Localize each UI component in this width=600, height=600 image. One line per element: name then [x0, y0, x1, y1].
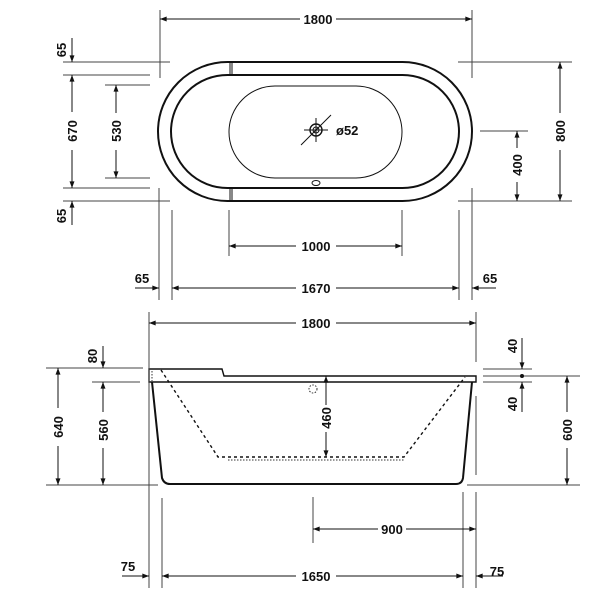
- dim-rim-thickness-top: 40: [505, 339, 520, 353]
- dim-overall-length-top: 1800: [304, 12, 333, 27]
- dim-inner-length: 1670: [302, 281, 331, 296]
- top-view: ø52 1800 65 670 530 65: [54, 10, 572, 300]
- dim-rim-right: 65: [483, 271, 497, 286]
- dim-base-inset-left: 75: [121, 559, 135, 574]
- dim-water-depth: 460: [319, 407, 334, 429]
- drain-diameter-label: ø52: [336, 123, 358, 138]
- dim-body-height: 560: [96, 419, 111, 441]
- overflow-icon: [311, 180, 321, 186]
- inner-basin-dashed: [160, 369, 466, 458]
- side-view: 1800 80 640 560 460 40 40 600: [46, 312, 580, 588]
- inner-rim-outline: [170, 74, 460, 189]
- dim-drain-offset-length: 1000: [302, 239, 331, 254]
- outer-rim-outline: [157, 61, 473, 202]
- dim-basin-width: 530: [109, 120, 124, 142]
- dim-overall-width: 800: [553, 120, 568, 142]
- dim-side-overall-length: 1800: [302, 316, 331, 331]
- dim-rim-top: 65: [54, 43, 69, 57]
- rim-outline: [148, 368, 477, 383]
- dim-height-left: 640: [51, 416, 66, 438]
- tub-body-outline: [151, 381, 473, 485]
- dim-drain-offset-side: 900: [381, 522, 403, 537]
- dim-drain-offset-width: 400: [510, 154, 525, 176]
- dim-height-right: 600: [560, 419, 575, 441]
- dim-inner-width: 670: [65, 120, 80, 142]
- dim-rim-left: 65: [135, 271, 149, 286]
- dim-backrest-step: 80: [85, 349, 100, 363]
- drain-icon: [300, 114, 332, 146]
- basin-outline: [228, 85, 403, 179]
- dim-base-inset-right: 75: [490, 564, 504, 579]
- dim-rim-bottom: 65: [54, 209, 69, 223]
- dim-base-length: 1650: [302, 569, 331, 584]
- overflow-icon-side: [308, 384, 318, 394]
- dim-rim-thickness-bottom: 40: [505, 397, 520, 411]
